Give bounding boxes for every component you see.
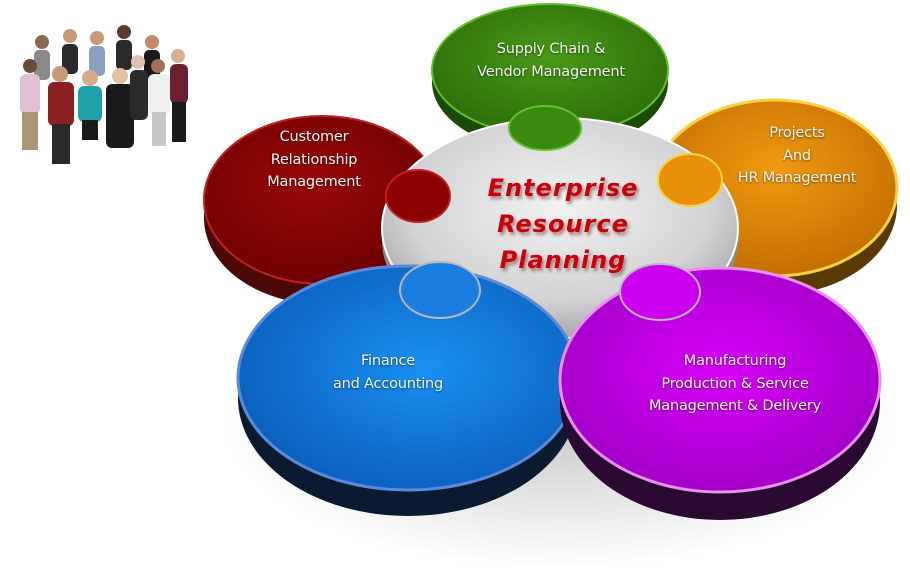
center-title-line-2: Resource [497, 210, 629, 238]
center-title: Enterprise Resource Planning [458, 170, 668, 278]
module-projects-hr-label: Projects And HR Management [737, 125, 857, 186]
center-title-line-3: Planning [499, 246, 627, 274]
business-people-group-image [20, 25, 188, 164]
module-finance-piece [236, 261, 580, 516]
center-title-line-1: Enterprise [487, 174, 639, 202]
module-finance-label: Finance and Accounting [332, 353, 444, 392]
module-supply-chain-label: Supply Chain & Vendor Management [477, 41, 625, 80]
module-crm-piece [203, 115, 441, 304]
module-manufacturing-label: Manufacturing Production & Service Manag… [648, 353, 822, 414]
module-supply-chain-piece [431, 3, 669, 152]
module-manufacturing-piece [558, 263, 882, 520]
module-crm-label: Customer Relationship Management [267, 129, 361, 190]
